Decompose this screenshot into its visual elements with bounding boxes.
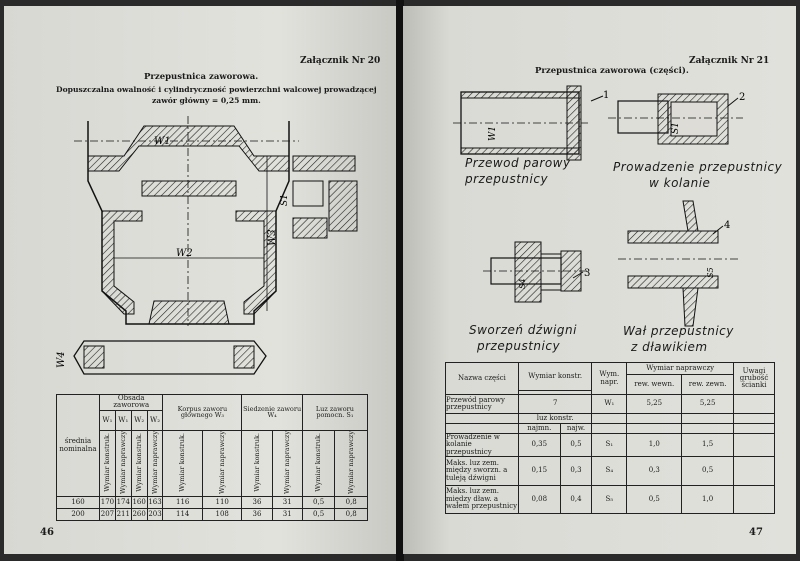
dim-w2: W2 xyxy=(176,248,193,259)
sub-napr: Wymiar naprawczy xyxy=(282,430,291,494)
caption-line-2: zawór główny = 0,25 mm. xyxy=(152,96,261,105)
page-number: 46 xyxy=(40,527,54,538)
group-luz: Luz zaworu pomocn. S₁ xyxy=(301,394,369,431)
attachment-label: Załącznik Nr 20 xyxy=(300,56,381,66)
svg-text:1: 1 xyxy=(603,90,609,101)
table-row: Przewód parowy przepustnicy 7 W₁ 5,25 5,… xyxy=(445,394,775,414)
sub-napr: Wymiar naprawczy xyxy=(217,430,226,494)
attachment-label: Załącznik Nr 21 xyxy=(689,56,770,66)
sketch-label-przewod-2: przepustnicy xyxy=(465,172,549,186)
col-w1: W₁ xyxy=(99,409,116,431)
col-nominal: średnia nominalna xyxy=(56,393,100,498)
dim-w4: W4 xyxy=(56,351,67,368)
svg-text:S4: S4 xyxy=(518,278,527,289)
sub-konstr: Wymiar konstruk. xyxy=(178,432,187,492)
sketch-label-sworzen-1: Sworzeń dźwigni xyxy=(469,323,577,337)
svg-text:2: 2 xyxy=(739,92,745,103)
dim-w3: W3 xyxy=(267,229,278,246)
sketch-label-przewod-1: Przewod parowy xyxy=(465,156,571,170)
sketch-label-prowadzenie-2: w kolanie xyxy=(649,176,711,190)
left-page: Załącznik Nr 20 Przepustnica zaworowa. D… xyxy=(4,6,397,554)
group-korpus: Korpus zaworu głównego W₃ xyxy=(162,394,243,431)
sub-napr: Wymiar naprawczy xyxy=(150,430,159,494)
sketch-label-prowadzenie-1: Prowadzenie przepustnicy xyxy=(613,160,783,174)
svg-text:4: 4 xyxy=(724,220,730,231)
table-row: Maks. luz zem. między dław. a wałem prze… xyxy=(445,484,775,515)
parts-table: Nazwa części Wymiar konstr. Wym. napr. W… xyxy=(445,361,775,515)
col-w2b: W₂ xyxy=(146,409,164,431)
svg-text:S5: S5 xyxy=(706,267,715,278)
sub-konstr: Wymiar konstruk. xyxy=(134,432,143,492)
col-w2: W₂ xyxy=(130,409,148,431)
sketch-label-wal-2: z dławikiem xyxy=(631,340,708,354)
dimension-table: średnia nominalna Obsada zaworowa Korpus… xyxy=(56,393,369,522)
page-title: Przepustnica zaworowa. xyxy=(144,72,259,82)
page-number: 47 xyxy=(749,527,763,538)
page-title: Przepustnica zaworowa (części). xyxy=(535,66,689,76)
sketch-label-sworzen-2: przepustnicy xyxy=(477,339,561,353)
book-gutter xyxy=(396,0,404,561)
sub-konstr: Wymiar konstruk. xyxy=(103,432,112,492)
group-siedzenie: Siedzenie zaworu W₄ xyxy=(241,394,303,431)
dim-s1: S1 xyxy=(280,194,290,206)
right-page: Załącznik Nr 21 Przepustnica zaworowa (c… xyxy=(403,6,796,554)
table-row: Maks. luz zem. między sworzn. a tuleją d… xyxy=(445,456,775,486)
svg-text:S1: S1 xyxy=(671,122,681,134)
dim-w1: W1 xyxy=(154,136,171,147)
svg-text:3: 3 xyxy=(584,268,590,279)
sub-konstr: Wymiar konstruk. xyxy=(314,432,323,492)
col-w1b: W₁ xyxy=(114,409,132,431)
caption-line-1: Dopuszczalna owalność i cylindryczność p… xyxy=(56,85,377,94)
sketch-label-wal-1: Wał przepustnicy xyxy=(623,324,734,338)
table-row: Prowadzenie w kolanie przepustnicy 0,35 … xyxy=(445,432,775,458)
sub-konstr: Wymiar konstruk. xyxy=(252,432,261,492)
svg-text:W1: W1 xyxy=(488,126,498,141)
group-obsada: Obsada zaworowa xyxy=(98,394,164,411)
parts-drawing: 1 W1 2 S1 3 S4 4 S5 xyxy=(453,85,745,327)
sub-napr: Wymiar naprawczy xyxy=(346,430,355,494)
sub-napr: Wymiar naprawczy xyxy=(118,430,127,494)
valve-drawing: W1 W2 W3 S1 W4 xyxy=(56,116,358,375)
